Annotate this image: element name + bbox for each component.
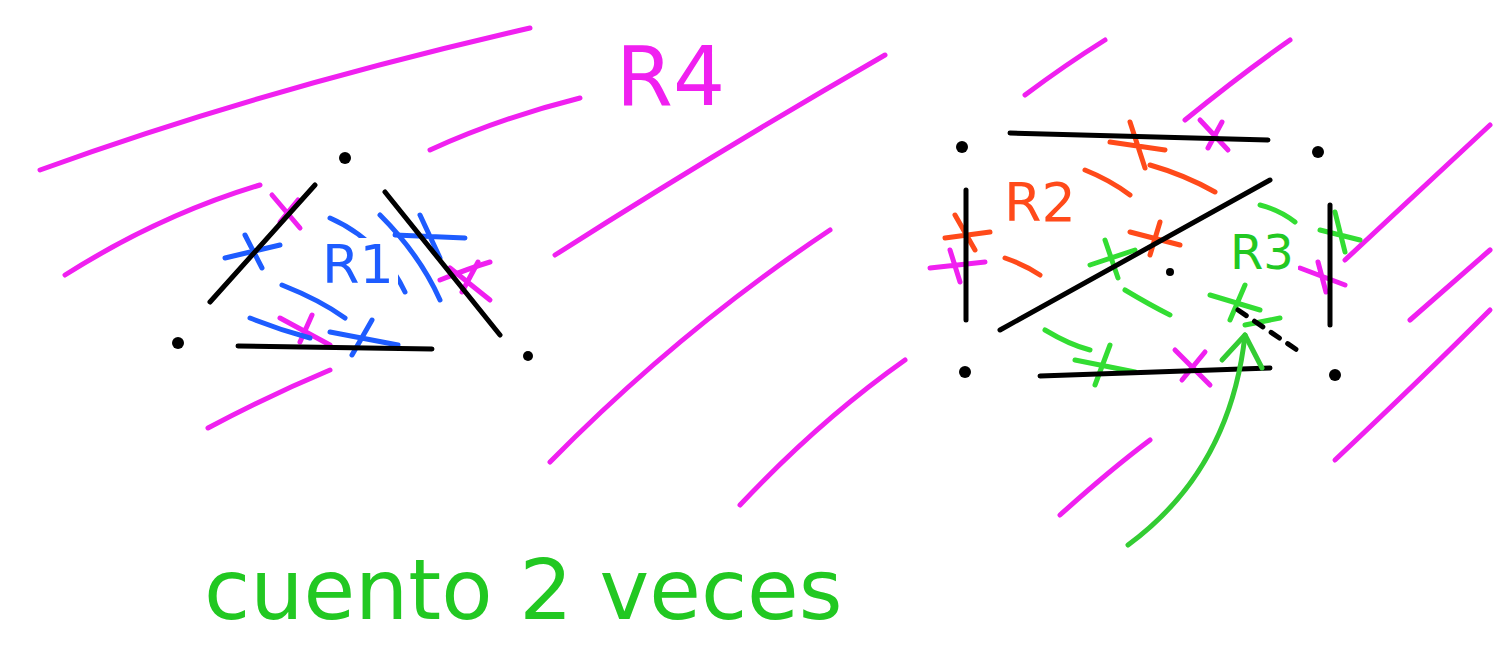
dot [1166,268,1174,276]
vertices [172,141,1341,381]
pointer-arrow [1128,335,1262,545]
region-label: R3 [1226,228,1298,276]
region-label: R4 [612,36,729,118]
rectangle [966,133,1330,376]
r2-hatch [945,122,1215,275]
region-label: R2 [1000,176,1080,230]
r1-hatch [225,215,465,355]
r3-hatch [1045,205,1360,385]
triangle [210,185,500,349]
outer-hatch [40,28,1490,515]
region-label: R1 [318,238,398,292]
note-text: cuento 2 veces [200,548,847,632]
